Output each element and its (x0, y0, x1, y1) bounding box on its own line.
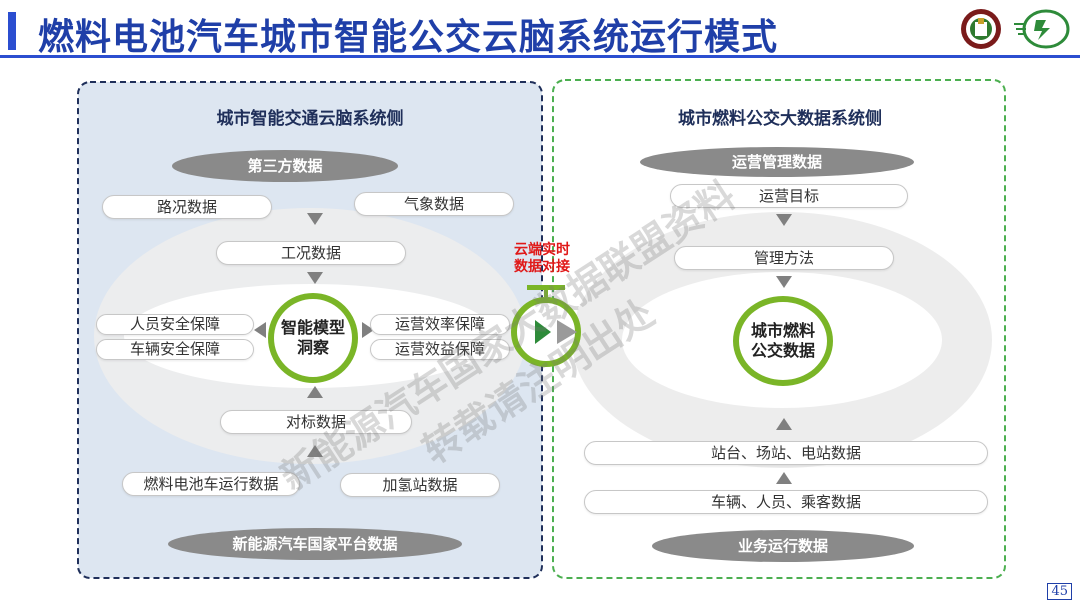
hub-label-line1: 智能模型 (280, 318, 345, 337)
road-condition-data: 路况数据 (102, 195, 272, 219)
arrow-up-icon (307, 386, 323, 398)
national-nev-platform-data-source: 新能源汽车国家平台数据 (168, 528, 462, 560)
arrow-down-icon (776, 276, 792, 288)
operational-goal-item: 运营目标 (670, 184, 908, 208)
business-operation-data-source: 业务运行数据 (652, 530, 914, 562)
page-number: 45 (1047, 583, 1072, 600)
management-method-item: 管理方法 (674, 246, 894, 270)
arrow-left-icon (254, 322, 266, 338)
page-title: 燃料电池汽车城市智能公交云脑系统运行模式 (38, 17, 779, 58)
fuel-cell-vehicle-operation-data: 燃料电池车运行数据 (122, 472, 300, 496)
operational-benefit-item: 运营效益保障 (370, 339, 510, 360)
left-panel-title: 城市智能交通云脑系统侧 (216, 109, 404, 129)
hub-label-line2: 公交数据 (750, 341, 815, 360)
connector-label-line2: 数据对接 (514, 259, 570, 275)
city-fuel-bus-data-hub: 城市燃料 公交数据 (733, 296, 833, 386)
cloud-data-link-label: 云端实时 数据对接 (504, 242, 580, 276)
operating-condition-data: 工况数据 (216, 241, 406, 265)
benchmark-data: 对标数据 (220, 410, 412, 434)
vehicle-safety-item: 车辆安全保障 (96, 339, 254, 360)
title-accent-bar (8, 12, 16, 50)
operations-management-data-source: 运营管理数据 (640, 147, 914, 177)
weather-data: 气象数据 (354, 192, 514, 216)
cloud-data-link-connector (511, 285, 581, 367)
fuel-cell-brand-logo-icon (1014, 9, 1070, 49)
hub-label-line1: 城市燃料 (750, 321, 815, 340)
vehicle-personnel-passenger-data: 车辆、人员、乘客数据 (584, 490, 988, 514)
arrow-down-icon (307, 272, 323, 284)
arrow-up-icon (307, 445, 323, 457)
arrow-down-icon (776, 214, 792, 226)
personnel-safety-item: 人员安全保障 (96, 314, 254, 335)
connector-label-line1: 云端实时 (514, 242, 570, 258)
third-party-data-source: 第三方数据 (172, 150, 398, 182)
arrow-down-icon (307, 213, 323, 225)
arrow-up-icon (776, 418, 792, 430)
station-depot-power-data: 站台、场站、电站数据 (584, 441, 988, 465)
hub-label-line2: 洞察 (296, 338, 329, 357)
operational-efficiency-item: 运营效率保障 (370, 314, 510, 335)
intelligent-model-insight-hub: 智能模型 洞察 (268, 293, 358, 383)
university-seal-icon (961, 9, 1001, 49)
arrow-up-icon (776, 472, 792, 484)
right-panel-title: 城市燃料公交大数据系统侧 (678, 109, 882, 129)
hydrogen-station-data: 加氢站数据 (340, 473, 500, 497)
title-divider (0, 55, 1080, 58)
